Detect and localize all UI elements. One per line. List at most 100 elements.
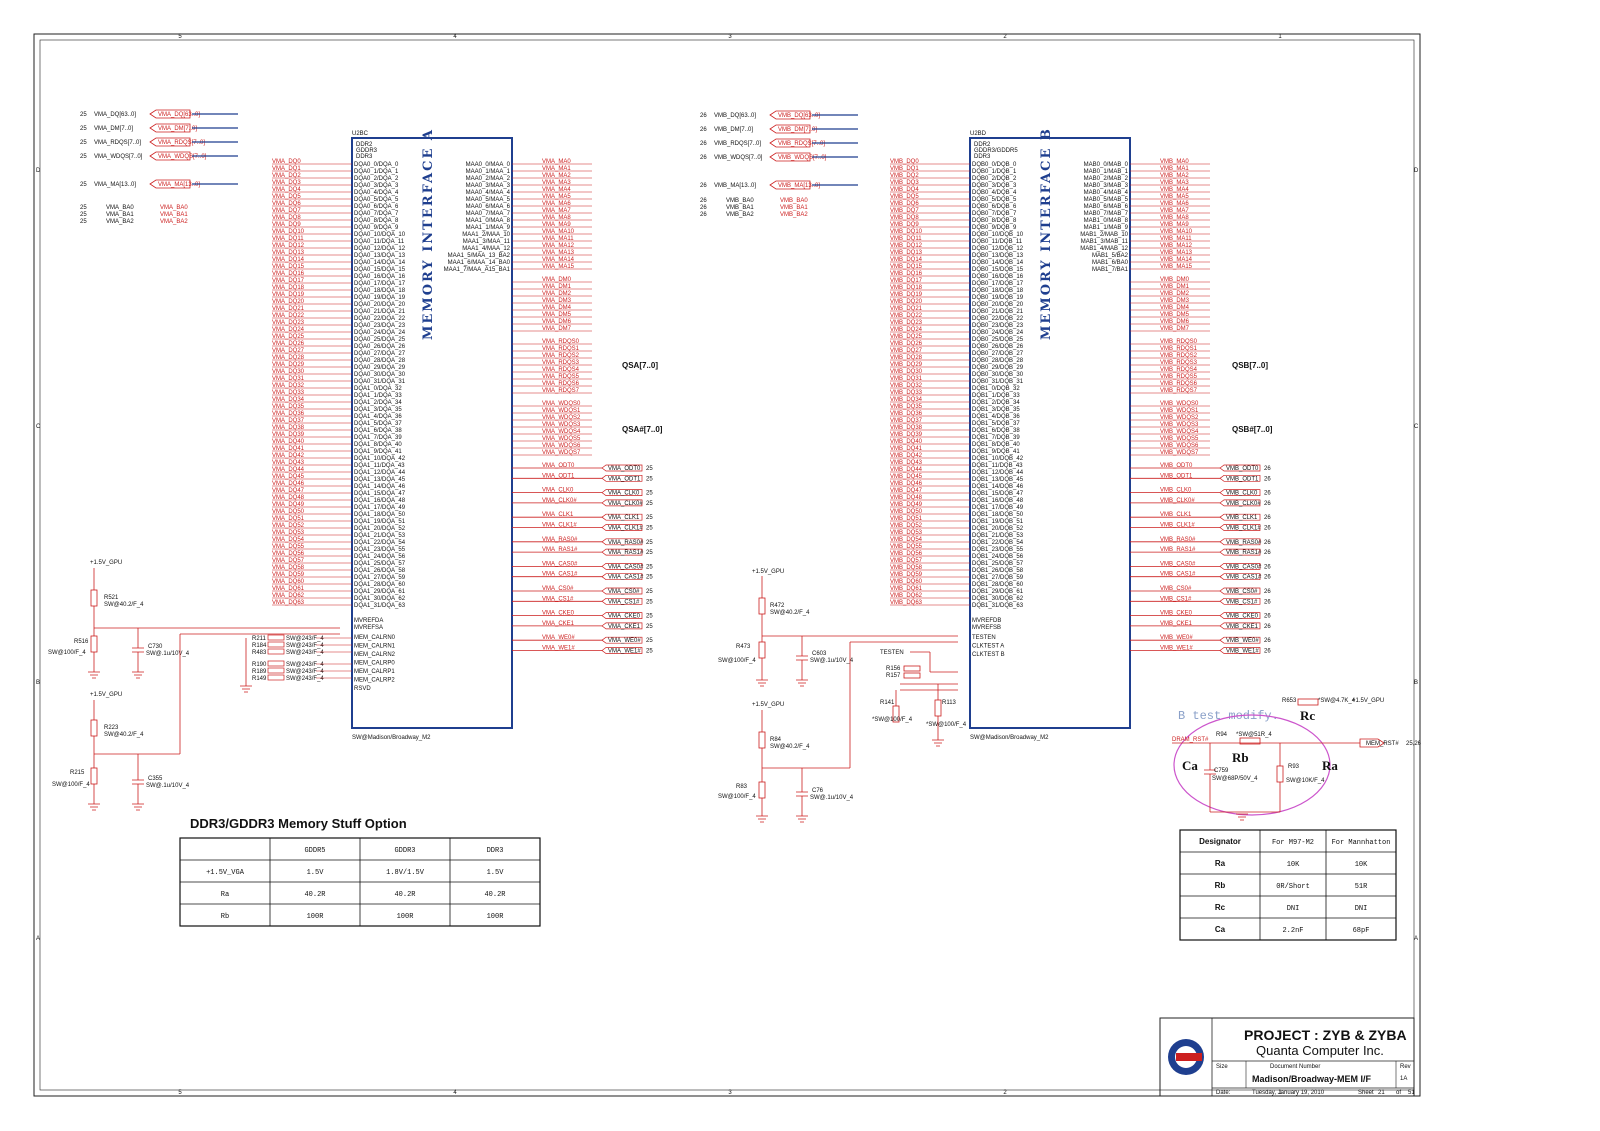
dq-net-label: VMA_DQ10 bbox=[272, 229, 305, 235]
ctrl-port-name: VMA_RAS0# bbox=[608, 540, 644, 546]
dq-net-label: VMB_DQ44 bbox=[890, 467, 923, 473]
chip-pin-name: DQB1_30/DQB_62 bbox=[972, 596, 1024, 602]
chip-pin-name: DQB1_22/DQB_54 bbox=[972, 540, 1024, 546]
title-block: PROJECT : ZYB & ZYBA Quanta Computer Inc… bbox=[1159, 1017, 1415, 1097]
chip-pin-name: MVREFSA bbox=[354, 625, 383, 631]
ma-net-label: VMB_MA8 bbox=[1160, 215, 1189, 221]
mem-rst-ref: 25,26 bbox=[1406, 741, 1422, 747]
chip-pin-name: DQA1_11/DQA_43 bbox=[354, 463, 405, 469]
ba-ref: 26 bbox=[700, 205, 707, 211]
dq-net-label: VMB_DQ1 bbox=[890, 166, 919, 172]
port-tag-shape bbox=[769, 110, 811, 120]
chip-pin-name: DQA1_28/DQA_60 bbox=[354, 582, 406, 588]
strobe-net-label: VMA_DM3 bbox=[542, 298, 572, 304]
capacitor-c730 bbox=[132, 647, 144, 653]
ma-net-label: VMB_MA13 bbox=[1160, 250, 1193, 256]
dq-net-label: VMB_DQ54 bbox=[890, 537, 923, 543]
ctrl-port-name: VMB_CAS1# bbox=[1226, 575, 1262, 581]
chip-pin-name: DQB0_10/DQB_10 bbox=[972, 232, 1024, 238]
ctrl-port-shape bbox=[1219, 474, 1261, 482]
chip-pin-name: DQA0_19/DQA_19 bbox=[354, 295, 406, 301]
chip-pin-name: RSVD bbox=[354, 686, 371, 692]
rail-b1: +1.5V_GPU bbox=[752, 569, 784, 575]
strobe-net-label: VMA_WDQS5 bbox=[542, 436, 581, 442]
chip-pin-name: DQA1_19/DQA_51 bbox=[354, 519, 406, 525]
ctrl-net-label: VMB_RAS1# bbox=[1160, 547, 1196, 553]
dq-net-label: VMB_DQ14 bbox=[890, 257, 923, 263]
quanta-logo bbox=[1168, 1039, 1204, 1075]
ctrl-port-ref: 26 bbox=[1264, 638, 1271, 644]
chip-pin-name: DQA0_21/DQA_21 bbox=[354, 309, 406, 315]
dq-net-label: VMA_DQ11 bbox=[272, 236, 304, 242]
ctrl-port-shape bbox=[1219, 464, 1261, 472]
port-tag: VMB_WDQS[7..0] bbox=[778, 155, 827, 161]
ctrl-port-shape bbox=[601, 489, 643, 496]
chip-pin-name: DQA1_14/DQA_46 bbox=[354, 484, 406, 490]
chip-pin-name: DQA1_9/DQA_41 bbox=[354, 449, 402, 455]
strobe-net-label: VMB_WDQS4 bbox=[1160, 429, 1199, 435]
dq-net-label: VMA_DQ6 bbox=[272, 201, 301, 207]
port-name: VMA_MA[13..0] bbox=[94, 182, 136, 188]
ma-net-label: VMA_MA0 bbox=[542, 159, 571, 165]
qsb-n-bus-label: QSB#[7..0] bbox=[1232, 425, 1273, 434]
chip-right-pin-name: MAA1_4/MAA_12 bbox=[462, 246, 510, 252]
dq-net-label: VMA_DQ17 bbox=[272, 278, 305, 284]
chip-pin-name: MEM_CALRP1 bbox=[354, 669, 395, 675]
port-tag-shape bbox=[769, 124, 811, 134]
option-cell: Rb bbox=[221, 913, 229, 921]
total-sheets: 51 bbox=[1408, 1090, 1415, 1096]
c76-value: SW@.1u/10V_4 bbox=[810, 795, 854, 801]
chip-pin-name: DQA0_23/DQA_23 bbox=[354, 323, 406, 329]
strobe-net-label: VMA_DM6 bbox=[542, 319, 572, 325]
chip-pin-name: DQA0_14/DQA_14 bbox=[354, 260, 406, 266]
cal-resistor-value: SW@243/F_4 bbox=[286, 650, 324, 656]
chip-pin-name: DQB1_21/DQB_53 bbox=[972, 533, 1024, 539]
ctrl-port-shape bbox=[1219, 538, 1261, 546]
vref-b-network: +1.5V_GPU R472 SW@40.2/F_4 R473 SW@100/F… bbox=[718, 569, 967, 823]
dq-net-label: VMA_DQ52 bbox=[272, 523, 305, 529]
ctrl-port-shape bbox=[601, 464, 643, 472]
mem-rst-port bbox=[1359, 738, 1385, 748]
chip-pin-name: MEM_CALRP0 bbox=[354, 661, 395, 667]
dq-net-label: VMA_DQ60 bbox=[272, 579, 305, 585]
dq-net-label: VMB_DQ53 bbox=[890, 530, 923, 536]
ctrl-port-ref: 25 bbox=[646, 526, 653, 532]
ctrl-port-name: VMA_CLK0 bbox=[608, 491, 640, 497]
ctrl-net-label: VMA_CS1# bbox=[542, 596, 574, 602]
ctrl-net-label: VMA_ODT0 bbox=[542, 463, 575, 469]
chip-pin-name: DQB0_20/DQB_20 bbox=[972, 302, 1024, 308]
strobe-net-label: VMA_RDQS2 bbox=[542, 353, 580, 359]
resistor-r93 bbox=[1276, 765, 1284, 783]
port-name: VMA_DM[7..0] bbox=[94, 126, 133, 132]
chip-pin-name: DQA0_24/DQA_24 bbox=[354, 330, 406, 336]
chip-pin-name: DQA1_13/DQA_45 bbox=[354, 477, 406, 483]
dq-net-label: VMB_DQ9 bbox=[890, 222, 919, 228]
ctrl-port-name: VMB_RAS1# bbox=[1226, 550, 1262, 556]
dq-net-label: VMB_DQ22 bbox=[890, 313, 923, 319]
strobe-net-label: VMB_DM3 bbox=[1160, 298, 1190, 304]
r215-value: SW@100/F_4 bbox=[52, 782, 90, 788]
chip-pin-name: DQA1_26/DQA_58 bbox=[354, 568, 406, 574]
ma-net-label: VMB_MA14 bbox=[1160, 257, 1193, 263]
frame-row-label-right: C bbox=[1414, 424, 1419, 430]
chip-pin-name: DQB0_24/DQB_24 bbox=[972, 330, 1024, 336]
ground-symbol bbox=[240, 685, 252, 693]
dq-net-label: VMB_DQ3 bbox=[890, 180, 919, 186]
dq-net-label: VMB_DQ2 bbox=[890, 173, 919, 179]
chip-pin-name: DQA1_23/DQA_55 bbox=[354, 547, 406, 553]
cal-resistor-ref: R190 bbox=[252, 662, 267, 668]
ctrl-port-name: VMB_ODT0 bbox=[1226, 466, 1259, 472]
cal-resistor-ref: R483 bbox=[252, 650, 267, 656]
dq-net-label: VMB_DQ19 bbox=[890, 292, 923, 298]
strobe-net-label: VMA_RDQS5 bbox=[542, 374, 580, 380]
chip-right-pin-name: MAA1_7/MAA_A15_BA1 bbox=[444, 267, 511, 273]
ma-net-label: VMB_MA1 bbox=[1160, 166, 1189, 172]
dq-net-label: VMB_DQ38 bbox=[890, 425, 923, 431]
ma-net-label: VMA_MA15 bbox=[542, 264, 575, 270]
option-header-cell: DDR3 bbox=[487, 847, 504, 855]
chip-right-pin-name: MAA0_2/MAA_2 bbox=[466, 176, 511, 182]
chip-pin-name: DQA1_6/DQA_38 bbox=[354, 428, 402, 434]
chip-pin-name: DQB1_9/DQB_41 bbox=[972, 449, 1020, 455]
strobe-net-label: VMA_WDQS4 bbox=[542, 429, 581, 435]
ctrl-port-name: VMA_WE0# bbox=[608, 638, 641, 644]
